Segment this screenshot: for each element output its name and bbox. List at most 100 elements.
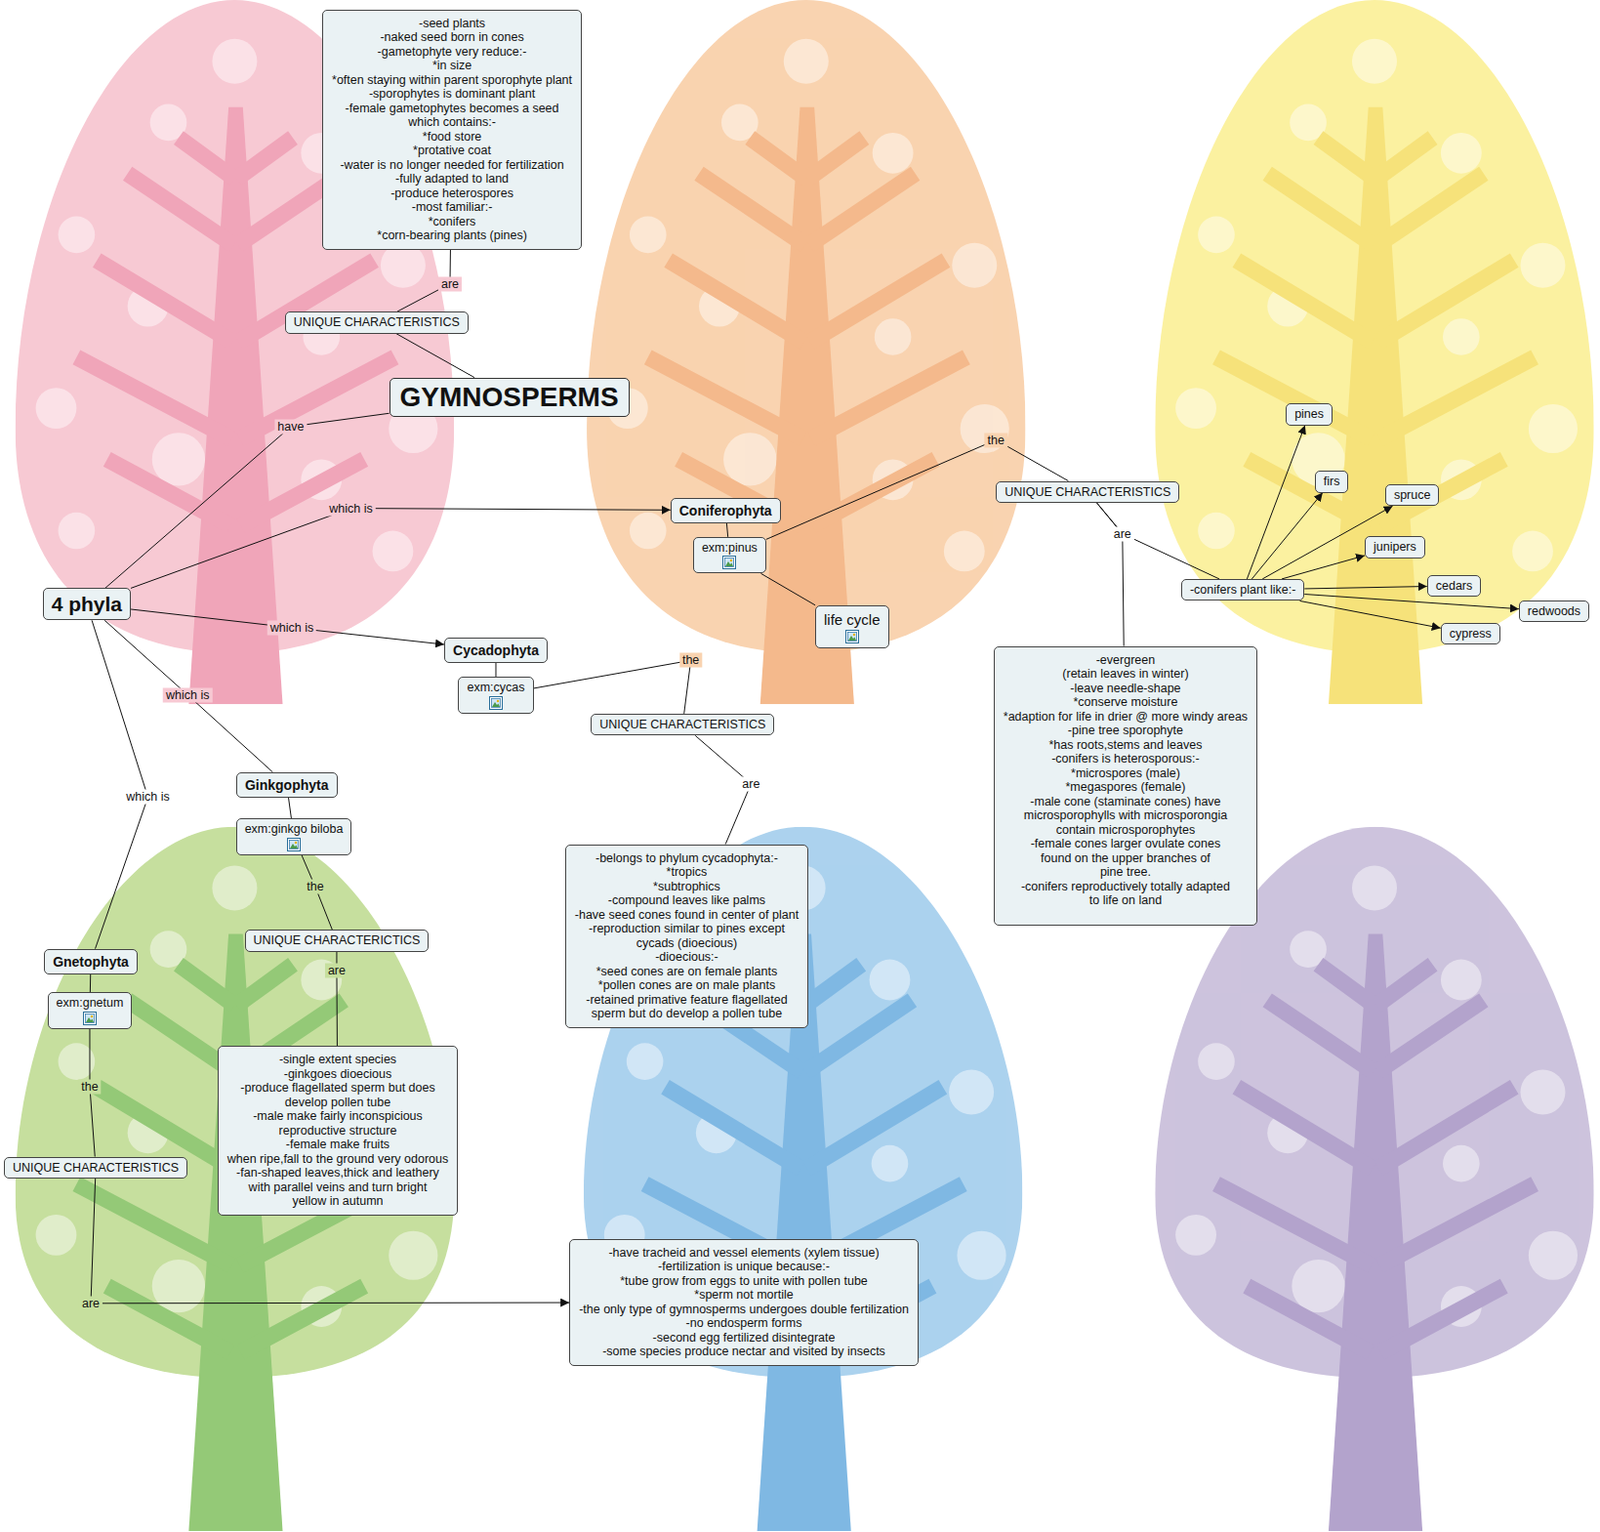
image-icon	[845, 629, 860, 644]
concept-box: cedars	[1427, 574, 1482, 598]
connector	[1097, 502, 1125, 647]
edge-label: which is	[123, 789, 172, 805]
concept-box: UNIQUE CHARACTERISTICS	[590, 713, 775, 737]
orange-tree	[586, 0, 1026, 704]
node-text: UNIQUE CHARACTERISTICS	[1004, 485, 1171, 500]
node-text: *subtrophics	[574, 879, 799, 895]
node-text: sperm but do develop a pollen tube	[574, 1006, 799, 1022]
node-text: -sporophytes is dominant plant	[331, 86, 573, 102]
purple-tree	[1154, 826, 1594, 1531]
node-text: *protative coat	[331, 143, 573, 159]
edge-label: are	[79, 1295, 103, 1311]
concept-box: spruce	[1385, 484, 1440, 507]
node-text: -produce heterospores	[331, 186, 573, 202]
node-text: -evergreen	[1003, 653, 1248, 668]
edge-label: the	[303, 879, 327, 895]
connector	[1097, 502, 1220, 579]
connector	[1246, 425, 1305, 579]
node-text: found on the upper branches of	[1003, 851, 1248, 866]
node-text: -most familiar:-	[331, 200, 573, 215]
node-text: UNIQUE CHARACTERISTICS	[599, 717, 766, 733]
node-text: *sperm not mortile	[578, 1287, 909, 1303]
edge-label: are	[325, 963, 349, 979]
edge-label: are	[1110, 526, 1135, 541]
node-text: -leave needle-shape	[1003, 681, 1248, 697]
connector	[301, 855, 332, 931]
node-text: -compound leaves like palms	[574, 893, 799, 908]
node-text: spruce	[1394, 488, 1432, 503]
concept-box: exm:cycas	[457, 676, 534, 714]
node-text: with parallel veins and turn bright	[227, 1180, 450, 1195]
node-text: exm:cycas	[466, 680, 525, 696]
node-text: *microspores (male)	[1003, 766, 1248, 781]
characteristics-box: -seed plants-naked seed born in cones-ga…	[322, 9, 582, 250]
node-text: *tube grow from eggs to unite with polle…	[578, 1273, 909, 1289]
node-text: -the only type of gymnosperms undergoes …	[578, 1302, 909, 1317]
node-text: -water is no longer needed for fertiliza…	[331, 158, 573, 173]
connector	[1304, 594, 1519, 610]
edge-label: which is	[326, 500, 375, 516]
connector	[1299, 600, 1440, 628]
node-text: exm:ginkgo biloba	[245, 821, 344, 837]
concept-box: Gnetophyta	[43, 948, 138, 975]
node-text: UNIQUE CHARACTERISTICS	[12, 1160, 179, 1176]
yellow-tree	[1154, 0, 1594, 704]
connector	[288, 797, 292, 820]
image-icon	[82, 1011, 97, 1026]
node-text: *has roots,stems and leaves	[1003, 738, 1248, 753]
node-text: -no endosperm forms	[578, 1315, 909, 1331]
node-text: *in size	[331, 58, 573, 74]
edge-label: the	[78, 1079, 101, 1095]
connector	[105, 412, 390, 588]
node-text: redwoods	[1527, 604, 1581, 619]
image-icon	[287, 837, 301, 852]
edge-label: which is	[267, 619, 317, 635]
node-text: -have seed cones found in center of plan…	[574, 907, 799, 923]
connector	[130, 508, 671, 589]
node-text: -produce flagellated sperm but does	[227, 1080, 450, 1096]
node-text: -female make fruits	[227, 1137, 450, 1152]
node-text: *adaption for life in drier @ more windy…	[1003, 709, 1248, 725]
node-text: exm:gnetum	[56, 995, 124, 1011]
node-text: GYMNOSPERMS	[400, 381, 619, 413]
concept-box: -conifers plant like:-	[1181, 578, 1305, 602]
concept-box: exm:gnetum	[47, 991, 133, 1029]
node-text: pine tree.	[1003, 864, 1248, 880]
edge-label: the	[679, 653, 702, 668]
node-text: cedars	[1435, 578, 1474, 594]
node-text: -some species produce nectar and visited…	[578, 1344, 909, 1359]
node-text: -male cone (staminate cones) have	[1003, 794, 1248, 810]
characteristics-box: -evergreen(retain leaves in winter)-leav…	[993, 646, 1258, 926]
node-text: -male make fairly inconspicious	[227, 1108, 450, 1124]
concept-box: UNIQUE CHARACTERICTICS	[245, 929, 430, 952]
concept-box: Coniferophyta	[670, 497, 781, 524]
node-text: -belongs to phylum cycadophyta:-	[574, 851, 799, 866]
node-text: cypress	[1449, 626, 1492, 642]
connector	[494, 662, 496, 677]
node-text: -retained primative feature flagellated	[574, 992, 799, 1008]
node-text: which contains:-	[331, 115, 573, 130]
connector	[89, 974, 91, 992]
node-text: *tropics	[574, 864, 799, 880]
image-icon	[722, 555, 737, 570]
edge-label: are	[438, 276, 462, 291]
node-text: -fully adapted to land	[331, 171, 573, 187]
node-text: *conifers	[331, 214, 573, 230]
node-text: -conifers plant like:-	[1189, 582, 1296, 598]
concept-box: firs	[1314, 470, 1350, 493]
node-text: UNIQUE CHARACTERICTICS	[253, 933, 421, 948]
title-box: GYMNOSPERMS	[389, 377, 630, 417]
concept-box: redwoods	[1518, 600, 1590, 623]
node-text: contain microsporophytes	[1003, 822, 1248, 838]
node-text: -female cones larger ovulate cones	[1003, 836, 1248, 852]
node-text: pines	[1294, 407, 1324, 422]
node-text: microsporophylls with microsporongia	[1003, 808, 1248, 823]
node-text: -naked seed born in cones	[331, 30, 573, 45]
node-text: yellow in autumn	[227, 1193, 450, 1209]
connector	[396, 333, 475, 378]
node-text: -dioecious:-	[574, 949, 799, 965]
edge-label: which is	[163, 687, 212, 702]
node-text: *corn-bearing plants (pines)	[331, 228, 573, 244]
concept-box: UNIQUE CHARACTERISTICS	[285, 311, 469, 334]
